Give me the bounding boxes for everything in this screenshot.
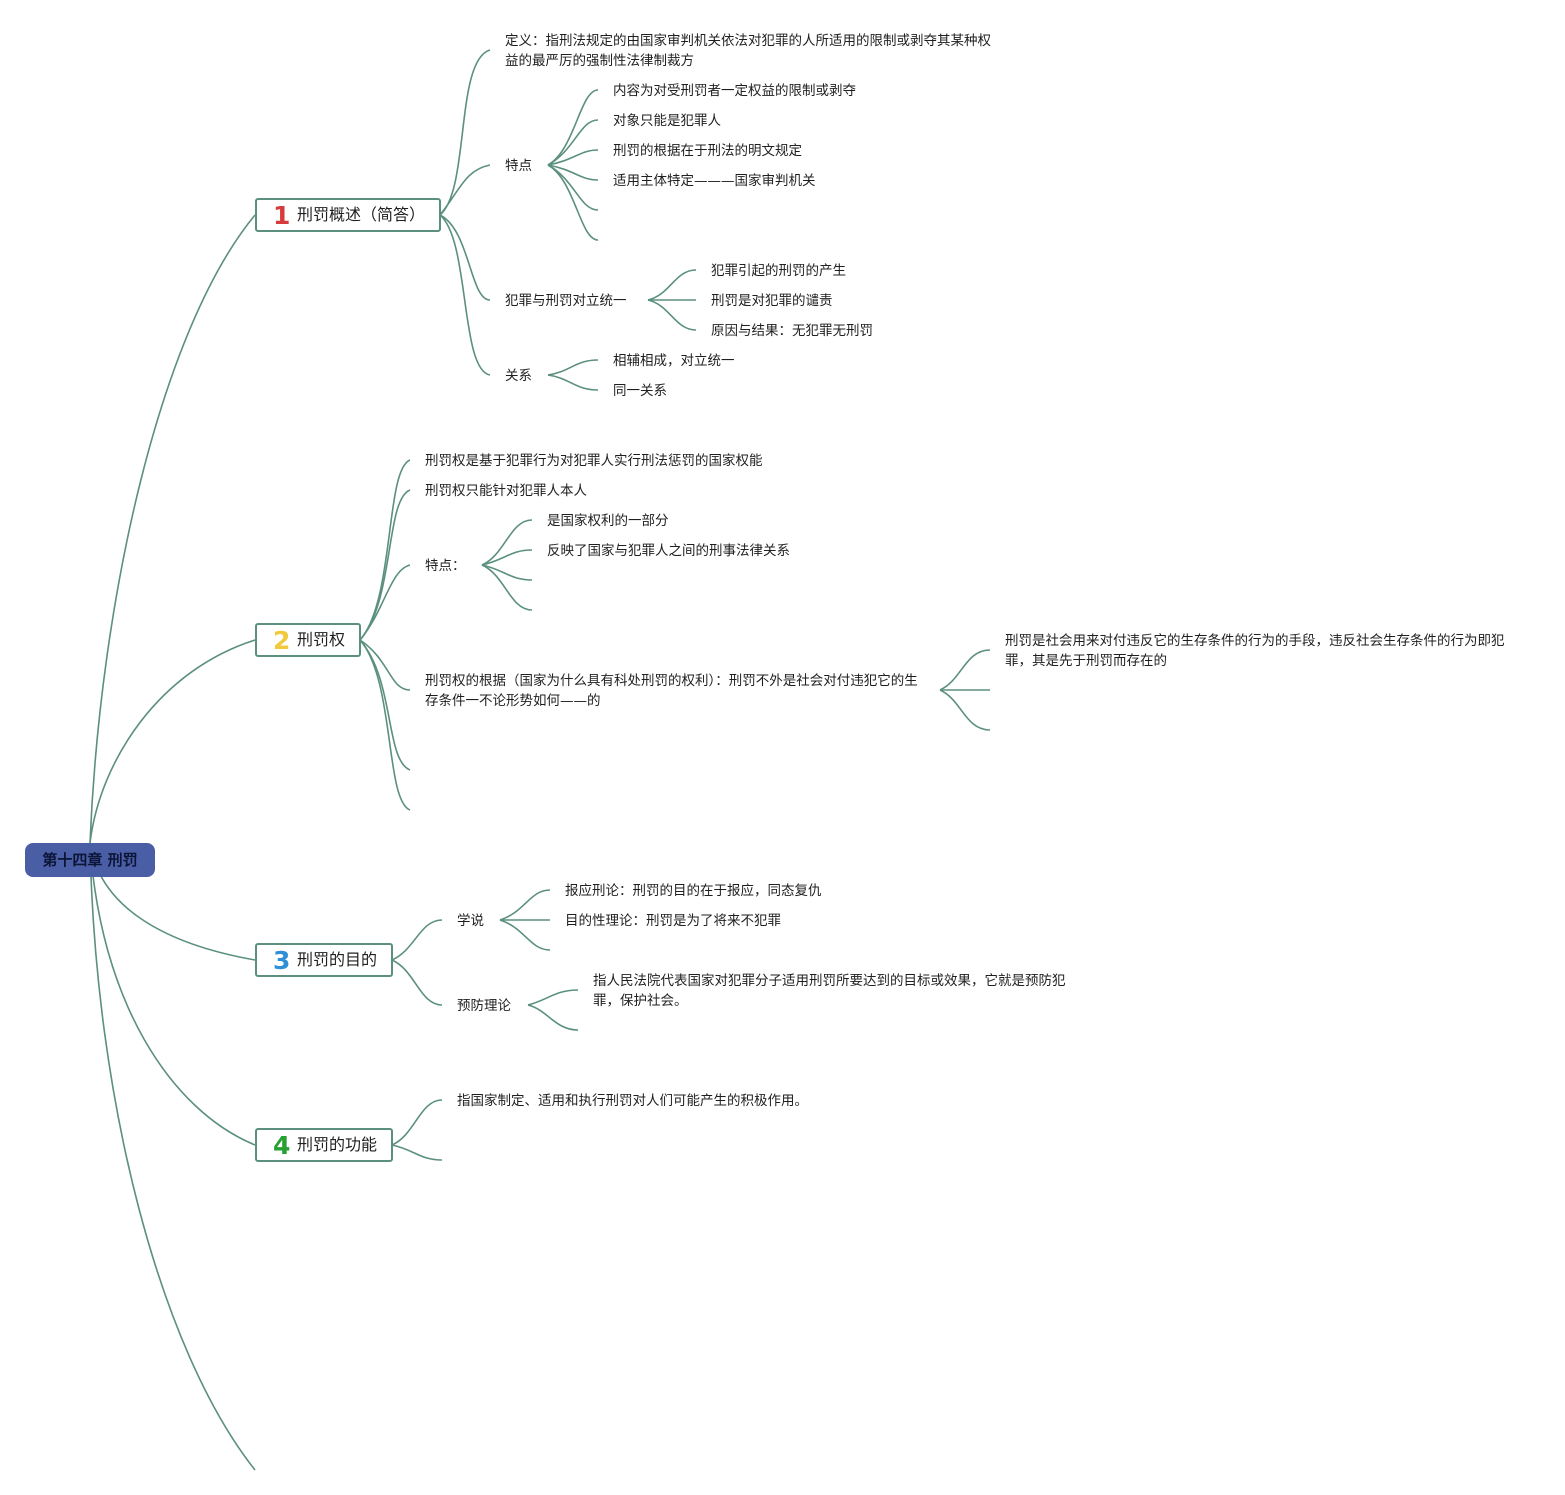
topic-relation-item[interactable]: 同一关系 xyxy=(613,383,667,399)
connector xyxy=(89,639,256,844)
connector xyxy=(499,919,551,951)
topic-theory-item[interactable]: 报应刑论：刑罚的目的在于报应，同态复仇 xyxy=(565,883,822,899)
topic-power-basis[interactable]: 刑罚权的根据（国家为什么具有科处刑罚的权利）：刑罚不外是社会对付违犯它的生存条件… xyxy=(425,673,918,709)
branch-penalty-overview[interactable]: 1 刑罚概述（简答） xyxy=(255,198,441,232)
number-3-icon: 3 xyxy=(273,946,291,975)
connector xyxy=(547,89,599,166)
topic-power-target[interactable]: 刑罚权只能针对犯罪人本人 xyxy=(425,483,587,499)
connector xyxy=(359,459,411,641)
topic-prevention[interactable]: 预防理论 xyxy=(457,998,511,1014)
connector xyxy=(939,649,991,691)
topic-power-features[interactable]: 特点： xyxy=(425,558,466,574)
topic-feature-item[interactable]: 对象只能是犯罪人 xyxy=(613,113,721,129)
connector xyxy=(547,119,599,166)
connector xyxy=(439,214,491,376)
branch-label: 刑罚概述（简答） xyxy=(297,205,426,224)
branch-penalty-function[interactable]: 4 刑罚的功能 xyxy=(255,1128,393,1162)
number-2-icon: 2 xyxy=(273,626,291,655)
connector xyxy=(547,374,599,391)
branch-label: 刑罚的目的 xyxy=(297,950,378,969)
connector xyxy=(647,299,697,331)
topic-function-definition[interactable]: 指国家制定、适用和执行刑罚对人们可能产生的积极作用。 xyxy=(457,1093,808,1109)
topic-features[interactable]: 特点 xyxy=(505,158,532,174)
connector xyxy=(359,639,411,771)
connector xyxy=(391,919,443,961)
topic-unity-item[interactable]: 刑罚是对犯罪的谴责 xyxy=(711,293,833,309)
connector xyxy=(547,164,599,241)
connector xyxy=(527,1004,579,1031)
connector xyxy=(391,1099,443,1146)
topic-crime-penalty-unity[interactable]: 犯罪与刑罚对立统一 xyxy=(505,293,627,309)
topic-power-feature-item[interactable]: 是国家权利的一部分 xyxy=(547,513,669,529)
connector xyxy=(391,959,443,1006)
connector xyxy=(481,519,533,566)
connector xyxy=(547,164,599,181)
topic-unity-item[interactable]: 原因与结果：无犯罪无刑罚 xyxy=(711,323,873,339)
connector xyxy=(547,149,599,166)
connector xyxy=(499,889,551,921)
connector xyxy=(481,564,533,581)
topic-relation-item[interactable]: 相辅相成，对立统一 xyxy=(613,353,735,369)
topic-unity-item[interactable]: 犯罪引起的刑罚的产生 xyxy=(711,263,846,279)
connector xyxy=(439,164,491,216)
branch-penalty-power[interactable]: 2 刑罚权 xyxy=(255,623,361,657)
topic-feature-item[interactable]: 适用主体特定———国家审判机关 xyxy=(613,173,816,189)
topic-theory-item[interactable]: 目的性理论：刑罚是为了将来不犯罪 xyxy=(565,913,781,929)
connector xyxy=(439,214,491,301)
topic-power-feature-item[interactable]: 反映了国家与犯罪人之间的刑事法律关系 xyxy=(547,543,790,559)
connector xyxy=(89,214,256,844)
connector xyxy=(547,359,599,376)
connector xyxy=(391,1144,443,1161)
topic-feature-item[interactable]: 刑罚的根据在于刑法的明文规定 xyxy=(613,143,802,159)
connector xyxy=(939,689,991,731)
topic-theory[interactable]: 学说 xyxy=(457,913,484,929)
connector xyxy=(89,842,256,1146)
topic-definition[interactable]: 定义：指刑法规定的由国家审判机关依法对犯罪的人所适用的限制或剥夺其某种权益的最严… xyxy=(505,33,991,69)
connector xyxy=(359,639,411,811)
topic-relation[interactable]: 关系 xyxy=(505,368,532,384)
topic-power-basis-detail[interactable]: 刑罚是社会用来对付违反它的生存条件的行为的手段，违反社会生存条件的行为即犯罪，其… xyxy=(1005,633,1505,669)
connector xyxy=(527,989,579,1006)
connector xyxy=(359,639,411,691)
topic-power-definition[interactable]: 刑罚权是基于犯罪行为对犯罪人实行刑法惩罚的国家权能 xyxy=(425,453,763,469)
branch-label: 刑罚的功能 xyxy=(297,1135,378,1154)
connector xyxy=(89,842,256,1471)
connector xyxy=(481,564,533,611)
topic-feature-item[interactable]: 内容为对受刑罚者一定权益的限制或剥夺 xyxy=(613,83,856,99)
number-4-icon: 4 xyxy=(273,1131,291,1160)
connector xyxy=(481,549,533,566)
connector xyxy=(647,269,697,301)
connector xyxy=(439,49,491,216)
connector xyxy=(359,564,411,641)
topic-prevention-detail[interactable]: 指人民法院代表国家对犯罪分子适用刑罚所要达到的目标或效果，它就是预防犯罪，保护社… xyxy=(593,973,1066,1009)
branch-penalty-purpose[interactable]: 3 刑罚的目的 xyxy=(255,943,393,977)
number-1-icon: 1 xyxy=(273,201,291,230)
root-topic[interactable]: 第十四章 刑罚 xyxy=(25,843,155,877)
branch-label: 刑罚权 xyxy=(297,630,346,649)
